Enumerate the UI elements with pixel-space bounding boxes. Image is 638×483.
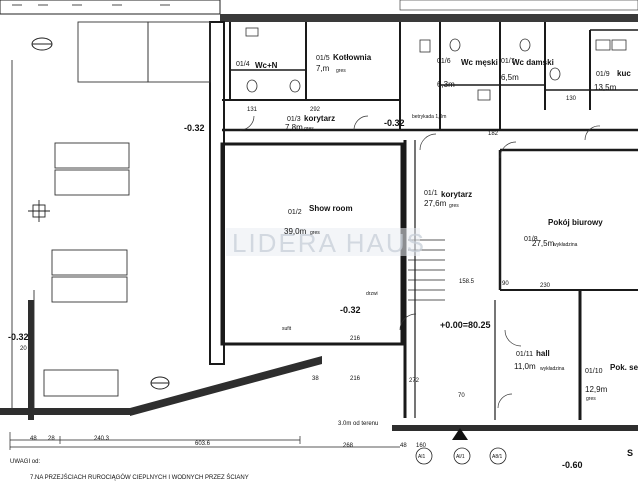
dim-label: 160 [416, 443, 427, 449]
room-name: Show room [309, 204, 353, 213]
dim-label: 131 [247, 107, 258, 113]
dim-label: 158.5 [459, 279, 475, 285]
room-name: Pok. serw. [610, 363, 638, 372]
dim-label: 28 [48, 436, 55, 442]
room-floor: gres [304, 126, 314, 132]
room-number: 01/6 [437, 58, 451, 65]
room-name: hall [536, 349, 550, 358]
room-number: 01/4 [236, 61, 250, 68]
room-floor: gres [336, 68, 346, 74]
room-name: korytarz [441, 190, 472, 199]
room-number: 01/9 [596, 71, 610, 78]
inner-walls [209, 21, 638, 420]
level-marks: -0.32 -0.32 -0.32 -0.32 +0.00=80.25 -0.6… [8, 118, 583, 470]
watermark: LIDERA HAUS [232, 228, 426, 258]
dim-label: 48 [30, 436, 37, 442]
dim-label: 90 [502, 281, 509, 287]
terrain-note: 3.0m od terenu [338, 421, 378, 427]
room-floor: gres [586, 396, 596, 402]
dim-label: 182 [488, 131, 499, 137]
room-number: 01/8 [524, 236, 538, 243]
circle-markers [415, 447, 507, 465]
dim-label: 272 [409, 378, 420, 384]
annotations: UWAGI od: 7.NA PRZEJŚCIACH RUROCIĄGÓW CI… [10, 114, 633, 481]
section-triangle [452, 428, 468, 440]
room-name: kuc [617, 69, 631, 78]
dim-label: 216 [350, 336, 361, 342]
outer-walls [0, 300, 638, 431]
room-number: 01/2 [288, 209, 302, 216]
stairs-note: betrykada 1,0m [412, 114, 446, 120]
room-area: 27,6m [424, 199, 447, 208]
room-floor: wykładzina [540, 366, 565, 372]
dimension-labels: 603.6 240.3 268 160 131 292 182 130 230 … [20, 96, 577, 449]
room-name: Pokój biurowy [548, 218, 603, 227]
door-swings [239, 115, 601, 409]
ceiling-note: sufit [282, 326, 292, 332]
room-name: korytarz [304, 114, 335, 123]
lamp-icon [31, 37, 170, 390]
room-name: Wc damski [512, 58, 554, 67]
circle-label: Al1 [418, 454, 425, 460]
room-floor: gres [310, 230, 320, 236]
crosshair-marker [28, 200, 50, 222]
room-area: 12,9m [585, 385, 608, 394]
bottom-dimension-line [9, 432, 400, 450]
level-label: +0.00=80.25 [440, 320, 491, 330]
room-labels: 01/1 korytarz 27,6m gres 01/2 Show room … [236, 53, 638, 402]
parking-outlines [11, 21, 211, 410]
room-area: 7,m [316, 64, 330, 73]
room-area: 6,5m [501, 73, 519, 82]
dim-label: 268 [343, 443, 354, 449]
dim-label: 216 [350, 376, 361, 382]
room-number: 01/3 [287, 116, 301, 123]
room-area: 6,3m [437, 80, 455, 89]
door-note: drzwi [366, 291, 378, 297]
room-name: Wc męski [461, 58, 498, 67]
room-area: 11,0m [514, 362, 536, 371]
dim-label: 240.3 [94, 436, 110, 442]
dim-label: 230 [540, 283, 551, 289]
watermark-band [226, 228, 420, 256]
dim-label: 130 [566, 96, 577, 102]
level-label: -0.32 [340, 305, 361, 315]
room-name: Kotłownia [333, 53, 372, 62]
level-label: -0.32 [184, 123, 205, 133]
sanitary-fixtures [245, 27, 627, 101]
level-label: -0.32 [384, 118, 405, 128]
room-area: 7,8m [285, 123, 303, 132]
room-name: Wc+N [255, 61, 278, 70]
room-number: 01/10 [585, 368, 603, 375]
dim-label: 38 [312, 376, 319, 382]
room-area: 27,5m [532, 239, 555, 248]
notes-line: 7.NA PRZEJŚCIACH RUROCIĄGÓW CIEPLNYCH I … [30, 473, 249, 481]
room-number: 01/7 [501, 58, 515, 65]
room-floor: gres [449, 203, 459, 209]
level-label: -0.60 [562, 460, 583, 470]
dim-label: 20 [20, 346, 27, 352]
room-area: 13,5m [594, 83, 617, 92]
notes-heading: UWAGI od: [10, 459, 40, 465]
room-number: 01/1 [424, 190, 438, 197]
room-number: 01/11 [516, 351, 533, 358]
dim-label: 603.6 [195, 441, 211, 447]
dim-label: 70 [458, 393, 465, 399]
dim-label: 48 [400, 443, 407, 449]
room-area: 39,0m [284, 227, 307, 236]
level-label: -0.32 [8, 332, 29, 342]
circle-label: Al/1 [456, 454, 465, 460]
top-wall-strip [0, 0, 638, 22]
room-number: 01/5 [316, 55, 330, 62]
dim-label: 292 [310, 107, 321, 113]
circle-label: A8/1 [492, 454, 503, 460]
room-floor: wykładzina [553, 242, 578, 248]
section-mark: S [627, 448, 633, 458]
